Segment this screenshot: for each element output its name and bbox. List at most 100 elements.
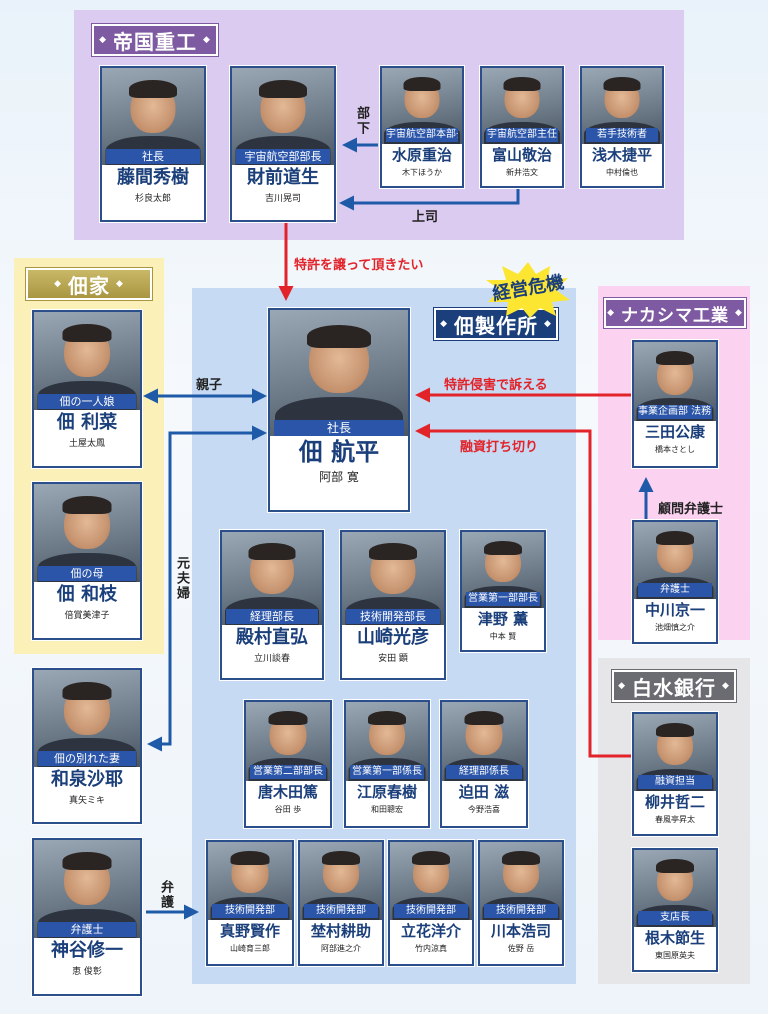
group-label-teikoku: ◆帝国重工◆	[91, 23, 219, 57]
role-label: 技術開発部	[394, 904, 468, 918]
actor-name: 真矢ミキ	[68, 796, 105, 806]
diamond-icon: ◆	[203, 35, 211, 45]
character-card-tomiyama: 宇宙航空部主任富山敬治新井浩文	[480, 66, 564, 188]
character-card-mizuhara: 宇宙航空部本部長水原重治木下ほうか	[380, 66, 464, 188]
diamond-icon: ◆	[440, 319, 448, 329]
diamond-icon: ◆	[607, 308, 615, 318]
character-name: 殿村直弘	[236, 627, 308, 648]
character-card-izumi: 佃の別れた妻和泉沙耶真矢ミキ	[32, 668, 142, 824]
role-label: 経理部係長	[446, 765, 522, 779]
character-card-tsuno: 営業第一部部長津野 薫中本 賢	[460, 530, 546, 652]
character-name: 津野 薫	[477, 610, 529, 628]
character-card-tonomura: 経理部長殿村直弘立川談春	[220, 530, 324, 680]
character-name: 佃 和枝	[56, 584, 118, 605]
label-joushi: 上司	[412, 210, 439, 225]
character-name: 立花洋介	[400, 922, 461, 940]
role-label: 若手技術者	[586, 128, 658, 142]
character-card-tachibana: 技術開発部立花洋介竹内涼真	[388, 840, 474, 966]
diamond-icon: ◆	[116, 279, 124, 289]
character-card-karakida: 営業第二部部長唐木田篤谷田 歩	[244, 700, 332, 828]
character-name: 神谷修一	[51, 940, 123, 961]
label-shingai: 特許侵害で訴える	[444, 378, 548, 393]
group-label-hakusui: ◆白水銀行◆	[611, 669, 737, 703]
actor-name: 竹内涼真	[415, 944, 447, 953]
label-buka: 部下	[354, 106, 369, 136]
character-card-nezu: 支店長根木節生東国原英夫	[632, 848, 718, 972]
diamond-icon: ◆	[618, 681, 626, 691]
actor-name: 春風亭昇太	[655, 815, 695, 824]
role-label: 事業企画部 法務グループマネージャー	[638, 405, 712, 419]
character-card-kamiya: 弁護士神谷修一恵 俊彰	[32, 838, 142, 996]
group-label-tsukuda-family: ◆佃家◆	[25, 267, 153, 301]
character-name: 唐木田篤	[257, 783, 318, 801]
actor-name: 東国原英夫	[655, 951, 695, 960]
character-card-fujima: 社長藤間秀樹杉良太郎	[100, 66, 206, 222]
diamond-icon: ◆	[99, 35, 107, 45]
role-label: 宇宙航空部主任	[486, 128, 558, 142]
role-label: 佃の母	[38, 566, 136, 581]
character-card-zaizen: 宇宙航空部部長財前道生吉川晃司	[230, 66, 336, 222]
character-name: 水原重治	[391, 146, 452, 164]
role-label: 技術開発部長	[346, 609, 440, 624]
role-label: 営業第一部部長	[466, 592, 540, 606]
role-label: 弁護士	[38, 922, 136, 937]
portrait-photo	[34, 484, 140, 582]
label-oyako: 親子	[196, 378, 223, 393]
character-name: 佃 航平	[298, 438, 380, 466]
actor-name: 中村倫也	[606, 168, 638, 177]
actor-name: 中本 賢	[489, 632, 517, 641]
actor-name: 杉良太郎	[134, 194, 171, 204]
character-name: 埜村耕助	[310, 922, 371, 940]
label-motofuufu: 元夫婦	[174, 556, 189, 601]
role-label: 弁護士	[638, 583, 712, 597]
character-name: 根木節生	[644, 929, 705, 947]
actor-name: 阿部進之介	[321, 944, 361, 953]
role-label: 融資担当	[638, 775, 712, 789]
role-label: 技術開発部	[304, 904, 378, 918]
actor-name: 橋本さとし	[655, 445, 695, 454]
role-label: 技術開発部	[484, 904, 558, 918]
actor-name: 吉川晃司	[264, 194, 301, 204]
arrow-yuushi	[415, 423, 632, 758]
character-card-kazue: 佃の母佃 和枝倍賞美津子	[32, 482, 142, 640]
actor-name: 安田 顕	[378, 654, 408, 664]
character-card-kawamoto: 技術開発部川本浩司佐野 岳	[478, 840, 564, 966]
role-label: 佃の一人娘	[38, 394, 136, 409]
character-name: 江原春樹	[356, 783, 417, 801]
character-card-yamasaki: 技術開発部長山崎光彦安田 顕	[340, 530, 446, 680]
character-card-ebara: 営業第一部係長江原春樹和田聰宏	[344, 700, 430, 828]
character-name: 柳井哲二	[644, 793, 705, 811]
actor-name: 恵 俊彰	[72, 967, 102, 977]
group-label-nakashima: ◆ナカシマ工業◆	[603, 297, 747, 329]
diamond-icon: ◆	[735, 308, 743, 318]
character-card-yanagii: 融資担当柳井哲二春風亭昇太	[632, 712, 718, 836]
portrait-photo	[270, 310, 408, 436]
character-name: 山崎光彦	[357, 627, 429, 648]
role-label: 宇宙航空部本部長	[386, 128, 458, 142]
role-label: 営業第二部部長	[250, 765, 326, 779]
label-tokkyo: 特許を譲って頂きたい	[294, 258, 424, 273]
role-label: 支店長	[638, 911, 712, 925]
label-yuushi: 融資打ち切り	[460, 440, 539, 455]
character-name: 富山敬治	[491, 146, 552, 164]
actor-name: 池畑慎之介	[655, 623, 695, 632]
arrow-motofuufu	[147, 425, 267, 752]
actor-name: 倍賞美津子	[64, 611, 110, 621]
character-name: 三田公康	[644, 423, 705, 441]
character-name: 佃 利菜	[56, 412, 118, 433]
crisis-burst-icon	[486, 262, 570, 318]
actor-name: 土屋太鳳	[68, 439, 105, 449]
diamond-icon: ◆	[544, 319, 552, 329]
group-label-tsukuda-seisakusho: ◆佃製作所◆	[433, 307, 559, 341]
actor-name: 阿部 寛	[319, 470, 359, 484]
actor-name: 谷田 歩	[274, 805, 302, 814]
label-bengo: 弁護	[158, 880, 173, 910]
character-name: 浅木捷平	[591, 146, 652, 164]
character-name: 藤間秀樹	[117, 167, 189, 188]
character-name: 迫田 滋	[458, 783, 510, 801]
character-card-sakoda: 経理部係長迫田 滋今野浩喜	[440, 700, 528, 828]
character-name: 和泉沙耶	[51, 769, 123, 790]
actor-name: 佐野 岳	[507, 944, 535, 953]
actor-name: 今野浩喜	[468, 805, 500, 814]
